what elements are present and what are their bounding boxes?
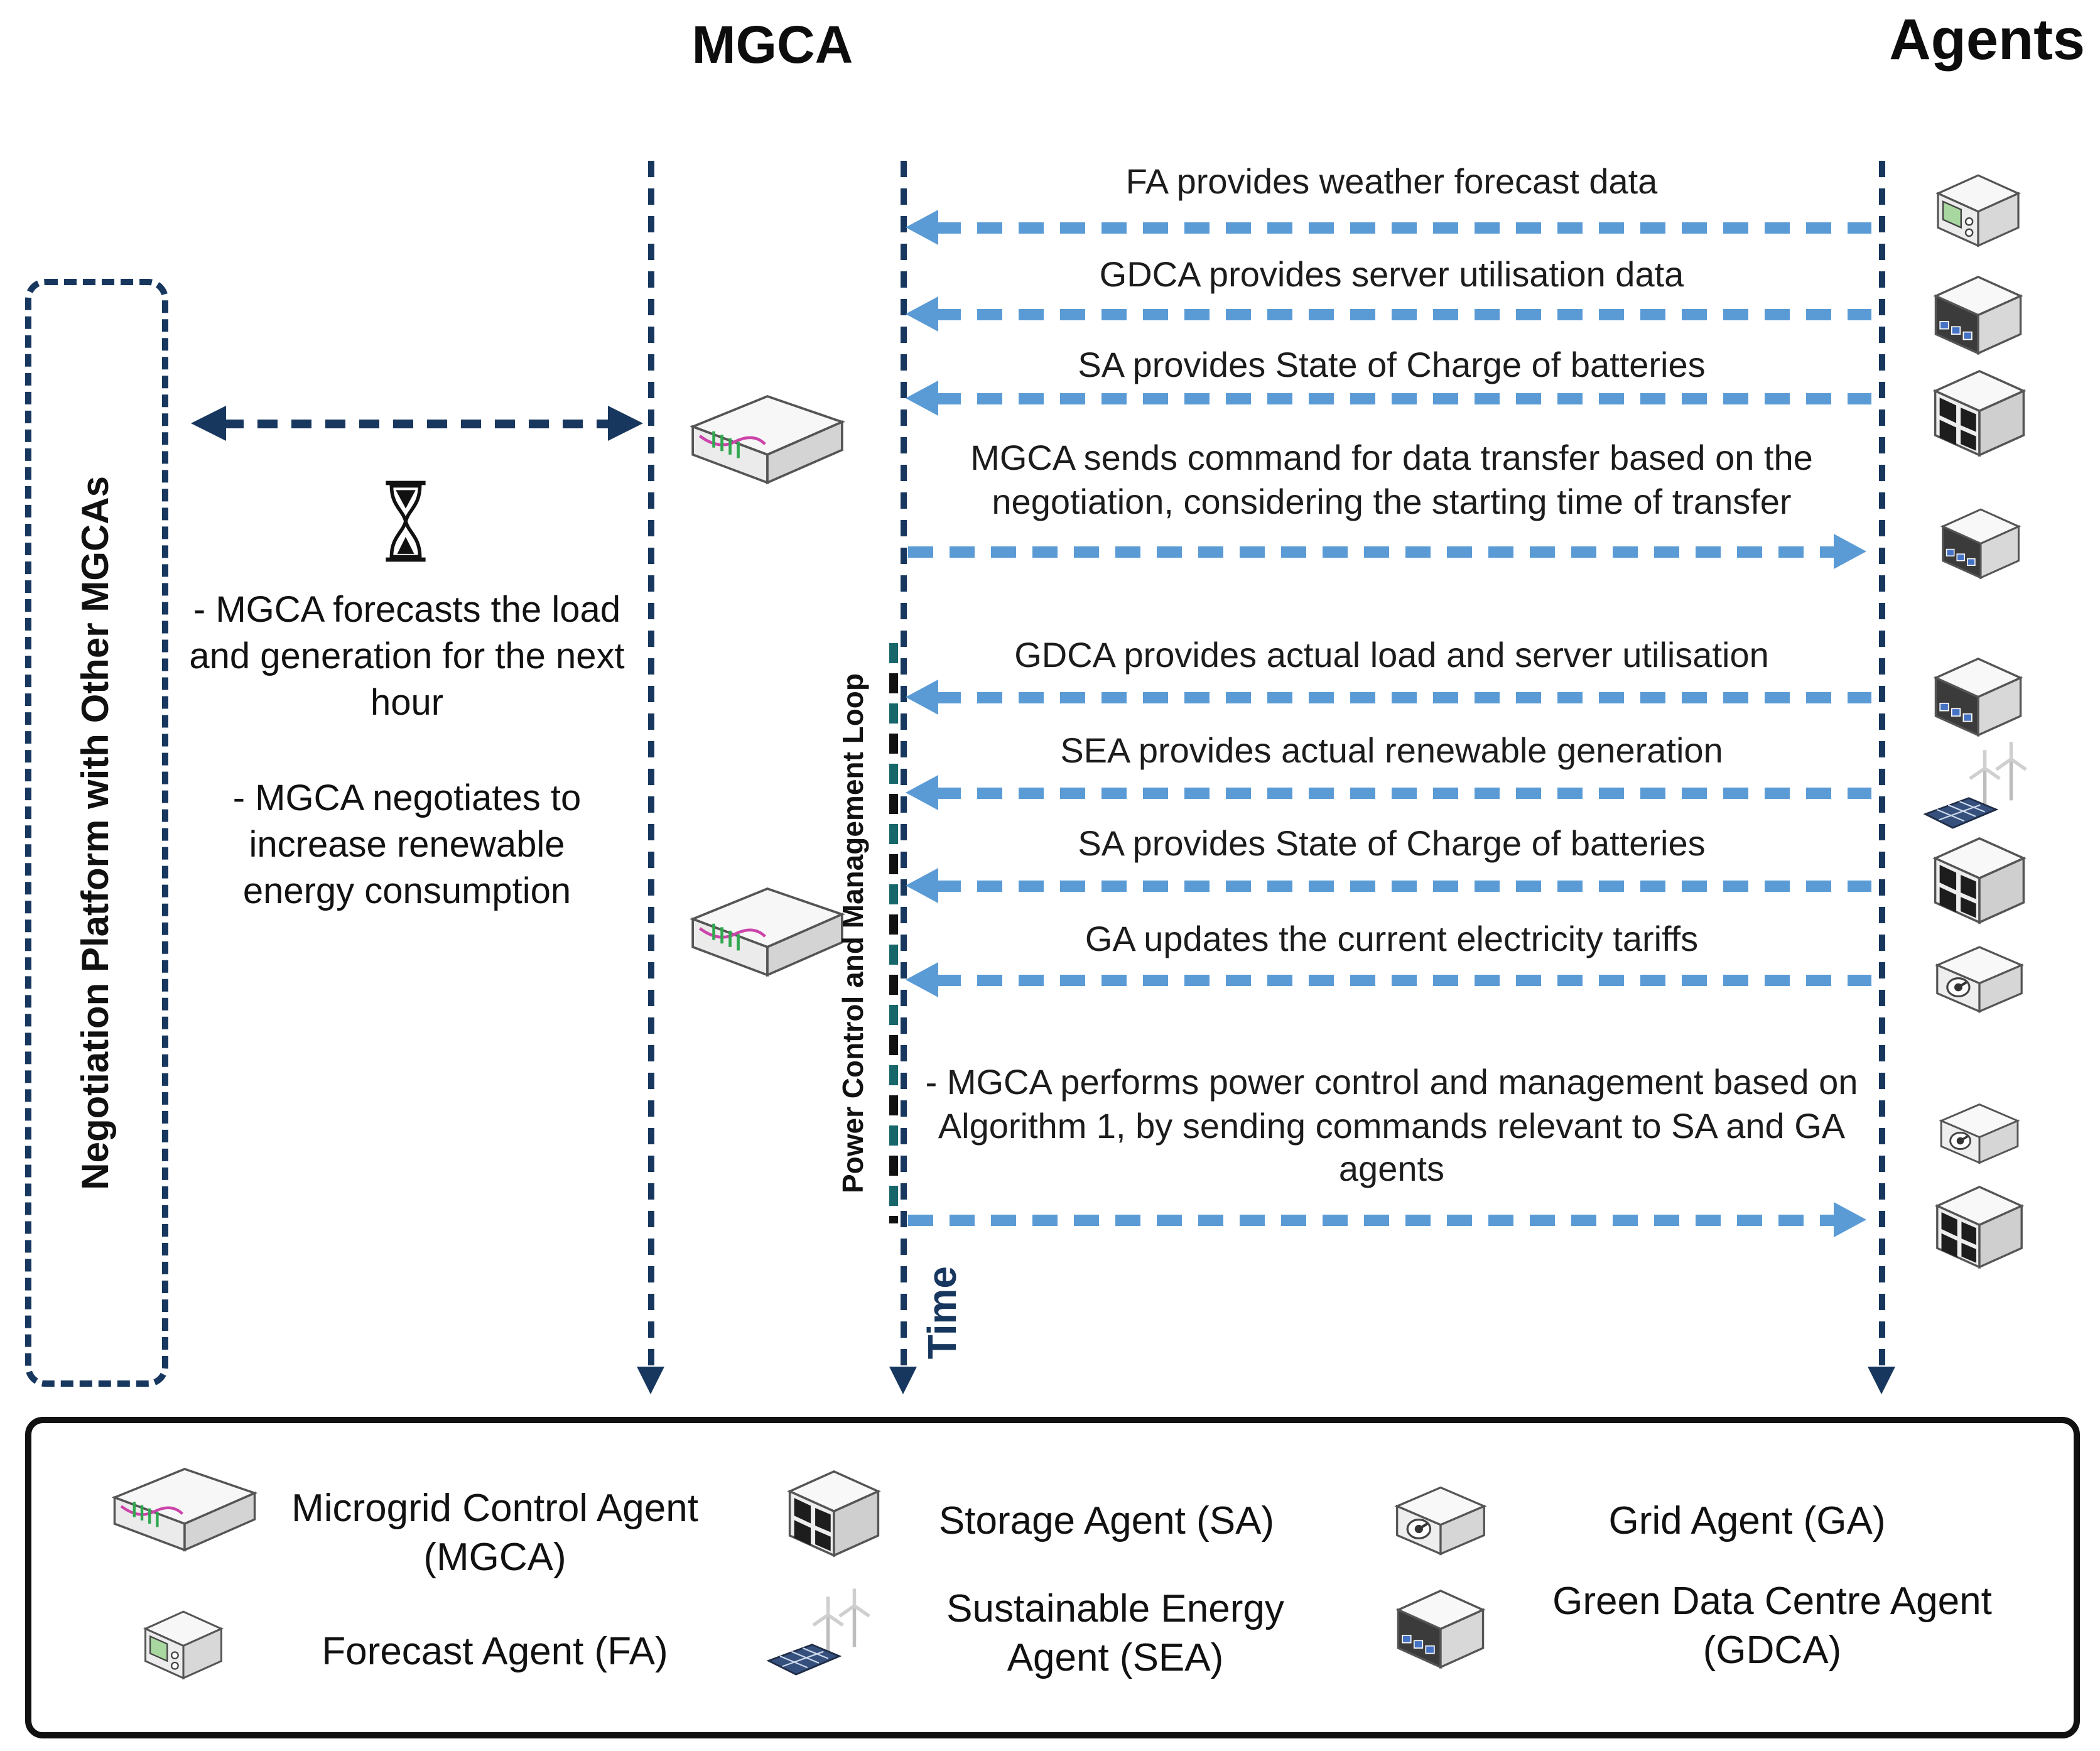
ga-grid-meter-icon	[1387, 1477, 1495, 1560]
mgca-column-title: MGCA	[691, 15, 853, 74]
message-label: GDCA provides server utilisation data	[1099, 255, 1684, 294]
message-label: SA provides State of Charge of batteries	[1078, 824, 1706, 863]
sea-renewables-icon	[1914, 739, 2037, 842]
ga-grid-meter-icon	[1927, 937, 2032, 1017]
sa-storage-icon	[779, 1462, 889, 1563]
message-label: GDCA provides actual load and server uti…	[1014, 636, 1769, 675]
agents-column-title: Agents	[1889, 6, 2085, 72]
gdca-server-icon	[1387, 1580, 1495, 1676]
power-control-loop-bracket	[889, 643, 898, 1223]
legend-label-mgca: Microgrid Control Agent (MGCA)	[291, 1486, 698, 1579]
mgca-lifeline	[637, 161, 664, 1394]
sea-renewables-icon	[756, 1585, 882, 1688]
message-label: MGCA sends command for data transfer bas…	[970, 438, 1813, 521]
message-arrow-to-agents	[908, 534, 1866, 569]
legend-label-gdca: Green Data Centre Agent (GDCA)	[1552, 1579, 1992, 1672]
mgca-router-icon	[686, 877, 849, 982]
message-arrow-to-agents	[908, 1202, 1866, 1237]
gdca-server-icon	[1924, 266, 2032, 362]
message-label: FA provides weather forecast data	[1125, 162, 1658, 201]
fa-forecast-device-icon	[1927, 163, 2030, 254]
sa-storage-icon	[1924, 829, 2035, 930]
message-label: SEA provides actual renewable generation	[1060, 731, 1723, 770]
message-label: GA updates the current electricity tarif…	[1085, 919, 1699, 958]
message-label: SA provides State of Charge of batteries	[1078, 345, 1706, 384]
time-axis-label: Time	[919, 1266, 965, 1360]
message-arrow-to-mgca	[906, 210, 1871, 245]
loop-lifeline	[889, 161, 917, 1394]
negotiation-platform-box: Negotiation Platform with Other MGCAs	[25, 279, 168, 1387]
message-arrow-to-mgca	[906, 868, 1871, 903]
agents-lifeline	[1868, 161, 1895, 1394]
legend-label-ga: Grid Agent (GA)	[1608, 1499, 1886, 1542]
ga-grid-meter-icon	[1932, 1095, 2027, 1168]
negotiation-platform-label: Negotiation Platform with Other MGCAs	[75, 475, 117, 1190]
mgca-router-icon	[108, 1457, 261, 1558]
legend-box	[25, 1417, 2080, 1738]
legend-label-fa: Forecast Agent (FA)	[322, 1629, 668, 1673]
negotiation-double-arrow	[191, 406, 643, 441]
message-arrow-to-mgca	[906, 381, 1871, 416]
gdca-server-icon	[1932, 500, 2030, 585]
legend-label-sea: Sustainable Energy Agent (SEA)	[946, 1586, 1284, 1679]
mgca-forecast-note: - MGCA forecasts the load and generation…	[189, 590, 625, 724]
hourglass-icon	[377, 477, 435, 565]
message-arrow-to-mgca	[906, 775, 1871, 810]
message-label: - MGCA performs power control and manage…	[925, 1063, 1858, 1189]
sa-storage-icon	[1927, 1178, 2032, 1274]
gdca-server-icon	[1924, 648, 2032, 744]
message-arrow-to-mgca	[906, 680, 1871, 715]
power-control-loop-label: Power Control and Management Loop	[836, 673, 869, 1193]
mgca-negotiation-note: - MGCA negotiates to increase renewable …	[232, 779, 582, 913]
message-arrow-to-mgca	[906, 296, 1871, 332]
message-arrow-to-mgca	[906, 962, 1871, 997]
fa-forecast-device-icon	[133, 1600, 234, 1686]
sa-storage-icon	[1924, 362, 2035, 462]
mgca-router-icon	[686, 384, 849, 490]
legend-label-sa: Storage Agent (SA)	[938, 1499, 1275, 1542]
